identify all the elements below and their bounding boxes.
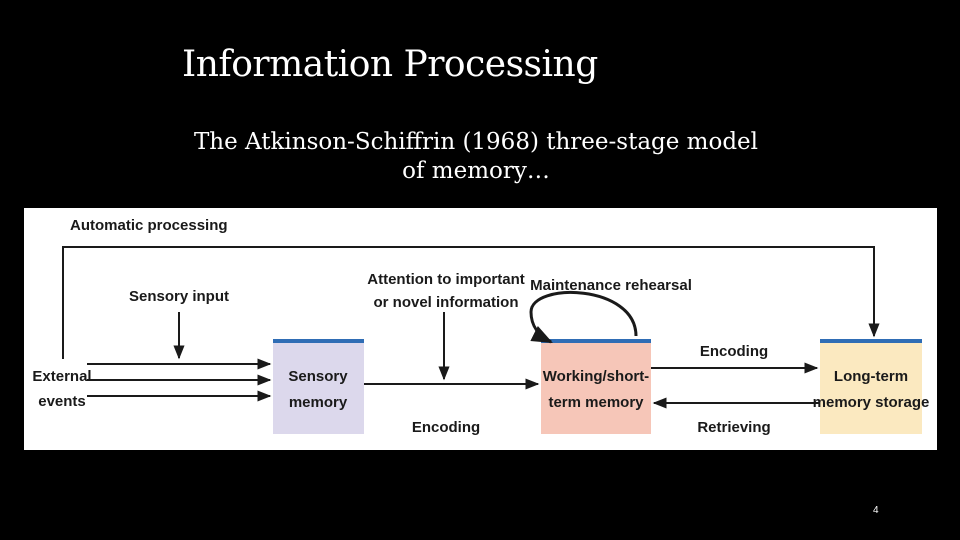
- diagram-canvas: Automatic processing Sensory input Atten…: [32, 217, 930, 436]
- sensory-memory-box-bar: [273, 339, 364, 343]
- working-memory-box: [541, 339, 651, 434]
- long-term-memory-label-line-1: Long-term: [834, 368, 908, 385]
- subtitle-line-1: The Atkinson-Schiffrin (1968) three-stag…: [193, 129, 759, 155]
- long-term-memory-box-bar: [820, 339, 922, 343]
- sensory-memory-box: [273, 339, 364, 434]
- working-memory-box-fill: [541, 339, 651, 434]
- maintenance-rehearsal-loop: [529, 290, 638, 344]
- automatic-processing-label: Automatic processing: [70, 217, 228, 234]
- slide-number: 4: [873, 505, 879, 516]
- long-term-memory-box-fill: [820, 339, 922, 434]
- attention-label-line-1: Attention to important: [367, 271, 524, 288]
- external-events-label-line-2: events: [38, 393, 86, 410]
- slide-subtitle: The Atkinson-Schiffrin (1968) three-stag…: [150, 128, 802, 186]
- subtitle-line-2: of memory…: [402, 158, 550, 184]
- sensory-input-label: Sensory input: [129, 288, 229, 305]
- automatic-processing-arrow: [62, 246, 880, 359]
- working-memory-label-line-1: Working/short-: [543, 368, 649, 385]
- long-term-memory-box: [820, 339, 922, 434]
- encoding-label-bottom: Encoding: [412, 419, 480, 436]
- retrieving-label: Retrieving: [697, 419, 770, 436]
- external-events-label-line-1: External: [32, 368, 91, 385]
- sensory-memory-box-fill: [273, 339, 364, 434]
- sensory-memory-label-line-1: Sensory: [288, 368, 348, 385]
- maintenance-rehearsal-label: Maintenance rehearsal: [530, 277, 692, 294]
- working-memory-label-line-2: term memory: [548, 394, 644, 411]
- encoding-label-top: Encoding: [700, 343, 768, 360]
- working-memory-box-bar: [541, 339, 651, 343]
- memory-model-diagram: Automatic processing Sensory input Atten…: [24, 208, 937, 450]
- sensory-memory-label-line-2: memory: [289, 394, 348, 411]
- slide-title: Information Processing: [182, 44, 598, 85]
- attention-label-line-2: or novel information: [373, 294, 518, 311]
- long-term-memory-label-line-2: memory storage: [813, 394, 930, 411]
